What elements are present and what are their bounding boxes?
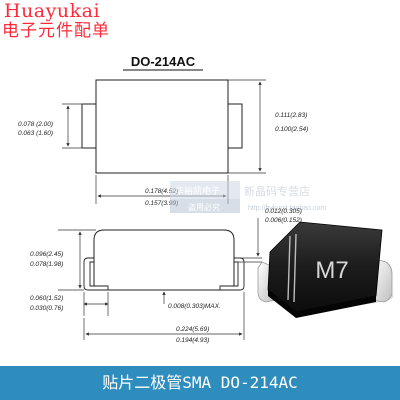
top-length-min: 0.157(3.99) — [145, 200, 178, 207]
watermark-box — [170, 199, 240, 213]
cathode-band — [293, 233, 297, 303]
total-len-max: 0.224(5.69) — [176, 326, 209, 333]
photo-body-bevel — [268, 290, 376, 318]
brand-subtitle: 电子元件配单 — [2, 21, 110, 41]
side-height-min: 0.078(1.98) — [30, 261, 63, 268]
lead-len-min: 0.030(0.76) — [30, 305, 63, 312]
side-view-right-lead — [219, 257, 245, 291]
lead-len-max: 0.060(1.52) — [30, 295, 63, 302]
watermark-box — [170, 181, 240, 199]
top-view-body — [95, 79, 229, 174]
lead-thick-min: 0.006(0.152) — [265, 217, 302, 224]
standoff-label: 0.008(0.303)MAX. — [168, 303, 221, 310]
package-title: DO-214AC — [131, 54, 196, 69]
side-view: 0.012(0.305) 0.006(0.152) 0.096(2.45) 0.… — [30, 208, 302, 344]
cathode-band — [287, 235, 291, 301]
top-length-max: 0.178(4.52) — [145, 188, 178, 195]
side-height-max: 0.096(2.45) — [30, 251, 63, 258]
lead-thick-max: 0.012(0.305) — [265, 208, 302, 215]
caption-text: 贴片二极管SMA DO-214AC — [102, 373, 298, 392]
brand-badge: Huayukai 电子元件配单 — [0, 0, 137, 44]
side-view-body — [93, 229, 235, 290]
watermark-line4: 新晶码专营店 — [244, 184, 310, 198]
component-marking: M7 — [315, 257, 348, 284]
top-height-max: 0.078 (2.00) — [18, 121, 53, 128]
watermark: 华裕凯电子 盗用必究 http://hykunit.taobao.com 新晶码… — [170, 181, 326, 213]
side-view-left-lead — [83, 257, 109, 291]
watermark-line3: http://hykunit.taobao.com — [248, 205, 326, 212]
top-width-max: 0.111(2.83) — [275, 112, 307, 119]
component-photo: M7 — [257, 221, 394, 318]
package-drawing: DO-214AC 0.078 (2.00) 0.063 (1.60) 0.111… — [18, 54, 394, 344]
total-len-min: 0.194(4.93) — [176, 337, 209, 344]
caption-bar: 贴片二极管SMA DO-214AC — [0, 366, 400, 400]
brand-name: Huayukai — [4, 0, 101, 22]
top-height-min: 0.063 (1.60) — [18, 130, 53, 137]
top-view: 0.078 (2.00) 0.063 (1.60) 0.111(2.83) 0.… — [18, 79, 308, 207]
watermark-line1: 华裕凯电子 — [175, 185, 220, 196]
watermark-line2: 盗用必究 — [188, 202, 220, 212]
top-width-min: 0.100(2.54) — [275, 126, 308, 133]
